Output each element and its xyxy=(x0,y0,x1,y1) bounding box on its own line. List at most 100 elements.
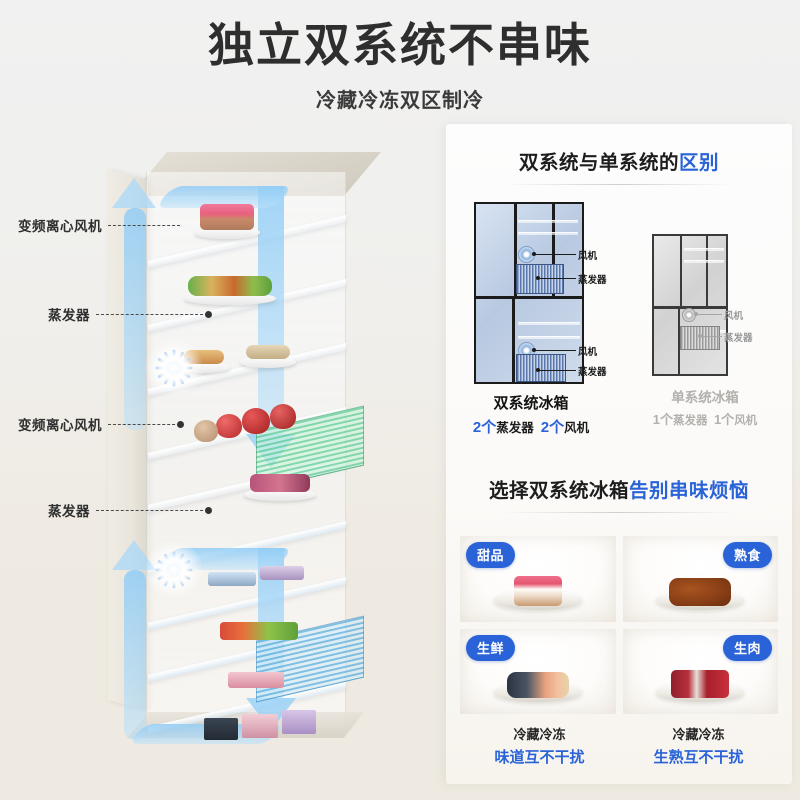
section-comparison-title: 双系统与单系统的区别 xyxy=(446,146,792,175)
dual-fan-count: 2 xyxy=(540,419,550,436)
frozen-pack xyxy=(260,566,304,580)
frozen-meat xyxy=(228,672,284,688)
section-benefit: 选择双系统冰箱告别串味烦恼 xyxy=(446,474,792,513)
shelf xyxy=(684,260,724,263)
fridge-inner-label: 风机 xyxy=(578,251,598,262)
callout-fan-upper: 变频离心风机 xyxy=(18,215,180,235)
plate xyxy=(240,356,296,368)
leader-line xyxy=(696,314,722,315)
seafood-icon xyxy=(506,672,569,698)
airflow-duct xyxy=(258,186,284,436)
callout-evaporator-upper: 蒸发器 xyxy=(48,304,212,324)
leader-line xyxy=(538,370,576,371)
comparison-figures: 风机 蒸发器 风机 蒸发器 风机 xyxy=(446,196,792,438)
section-title-highlight: 区别 xyxy=(679,152,720,174)
dual-system-name: 双系统冰箱 xyxy=(493,395,569,412)
callout-label: 蒸发器 xyxy=(48,504,90,519)
benefit-caption-left: 冷藏冷冻 味道互不干扰 xyxy=(460,724,619,767)
grain-food xyxy=(246,345,290,359)
callout-evaporator-lower: 蒸发器 xyxy=(48,500,212,520)
fan-icon xyxy=(145,541,203,599)
dual-evap-count: 2 xyxy=(472,419,482,436)
leader-line xyxy=(538,278,576,279)
frozen-box xyxy=(204,718,238,740)
frozen-box xyxy=(242,714,278,738)
evaporator xyxy=(516,354,566,382)
leader-line xyxy=(534,254,576,255)
callout-label: 蒸发器 xyxy=(48,308,90,323)
cake-food xyxy=(200,204,254,230)
braised-meat-icon xyxy=(669,577,732,606)
single-system-name: 单系统冰箱 xyxy=(671,390,739,405)
page-subtitle: 冷藏冷冻双区制冷 xyxy=(316,90,484,113)
caption-bottom: 味道互不干扰 xyxy=(494,749,585,766)
apple-food xyxy=(270,404,296,429)
leader-line xyxy=(534,350,576,351)
single-evap-unit: 个 xyxy=(660,412,674,427)
callout-dot xyxy=(177,420,184,428)
fridge-inner-label: 蒸发器 xyxy=(724,333,753,344)
fan-icon xyxy=(145,339,203,397)
fridge-inner-label: 风机 xyxy=(724,311,744,322)
airflow-arrow-up xyxy=(112,178,156,208)
callout-leader-line xyxy=(96,509,208,511)
badge-fresh: 生鲜 xyxy=(466,634,516,661)
dual-evap-name: 蒸发器 xyxy=(496,421,534,435)
product-illustration: 变频离心风机 蒸发器 变频离心风机 蒸发器 xyxy=(0,124,446,800)
raw-beef-icon xyxy=(671,670,730,698)
shelf xyxy=(518,336,580,339)
food-cell-dessert: 甜品 xyxy=(460,536,616,622)
fridge-body xyxy=(652,234,728,376)
page-title: 独立双系统不串味 xyxy=(208,19,592,71)
door-divider xyxy=(678,308,680,376)
callout-fan-lower: 变频离心风机 xyxy=(18,414,184,434)
single-fan-unit: 个 xyxy=(721,412,735,427)
single-system-caption: 单系统冰箱 1个蒸发器 1个风机 xyxy=(630,386,780,428)
section-title-plain: 双系统与单系统的 xyxy=(518,152,679,174)
callout-label: 变频离心风机 xyxy=(18,418,102,433)
benefit-title-plain: 选择双系统冰箱 xyxy=(488,480,629,502)
refrigerator-cutaway xyxy=(108,152,381,744)
salad-food xyxy=(188,276,272,296)
benefit-caption-right: 冷藏冷冻 生熟互不干扰 xyxy=(619,724,778,767)
food-cell-fresh: 生鲜 xyxy=(460,628,616,714)
dessert-food xyxy=(250,474,310,492)
callout-leader-line xyxy=(108,224,180,226)
frozen-box xyxy=(282,710,316,734)
section-benefit-title: 选择双系统冰箱告别串味烦恼 xyxy=(446,474,792,503)
caption-top: 冷藏冷冻 xyxy=(672,727,725,742)
food-cell-raw-meat: 生肉 xyxy=(622,628,778,714)
compartment-divider xyxy=(652,306,728,309)
caption-top: 冷藏冷冻 xyxy=(513,727,566,742)
shelf xyxy=(518,322,580,325)
evaporator xyxy=(516,264,564,294)
dual-system-fridge-figure: 风机 蒸发器 风机 蒸发器 xyxy=(474,202,607,384)
apple-food xyxy=(216,414,242,438)
frozen-pack xyxy=(208,572,256,586)
single-evap-count: 1 xyxy=(652,412,661,427)
dual-evap-unit: 个 xyxy=(481,419,497,436)
evaporator xyxy=(680,326,720,350)
single-fan-name: 风机 xyxy=(734,415,758,427)
single-evap-name: 蒸发器 xyxy=(673,415,708,427)
door-divider xyxy=(514,202,517,298)
door-divider xyxy=(512,298,515,384)
badge-dessert: 甜品 xyxy=(466,542,516,568)
single-system-fridge-figure: 风机 蒸发器 xyxy=(652,234,753,376)
food-cell-cooked: 熟食 xyxy=(622,536,778,622)
fridge-inner-label: 风机 xyxy=(578,347,598,358)
single-fan-count: 1 xyxy=(713,412,722,427)
benefit-title-highlight: 告别串味烦恼 xyxy=(629,480,750,502)
door-divider xyxy=(706,234,708,308)
food-category-grid: 甜品 熟食 生鲜 生肉 xyxy=(460,536,778,714)
badge-raw-meat: 生肉 xyxy=(722,634,772,661)
callout-dot xyxy=(205,506,212,514)
fridge-inner-label: 蒸发器 xyxy=(578,275,607,286)
dual-fan-name: 风机 xyxy=(564,421,590,435)
callout-dot xyxy=(205,310,212,318)
shelf xyxy=(684,248,724,251)
onion-food xyxy=(194,420,218,442)
airflow-return-lower xyxy=(124,570,146,740)
divider xyxy=(503,184,735,185)
dual-fan-unit: 个 xyxy=(549,419,565,436)
